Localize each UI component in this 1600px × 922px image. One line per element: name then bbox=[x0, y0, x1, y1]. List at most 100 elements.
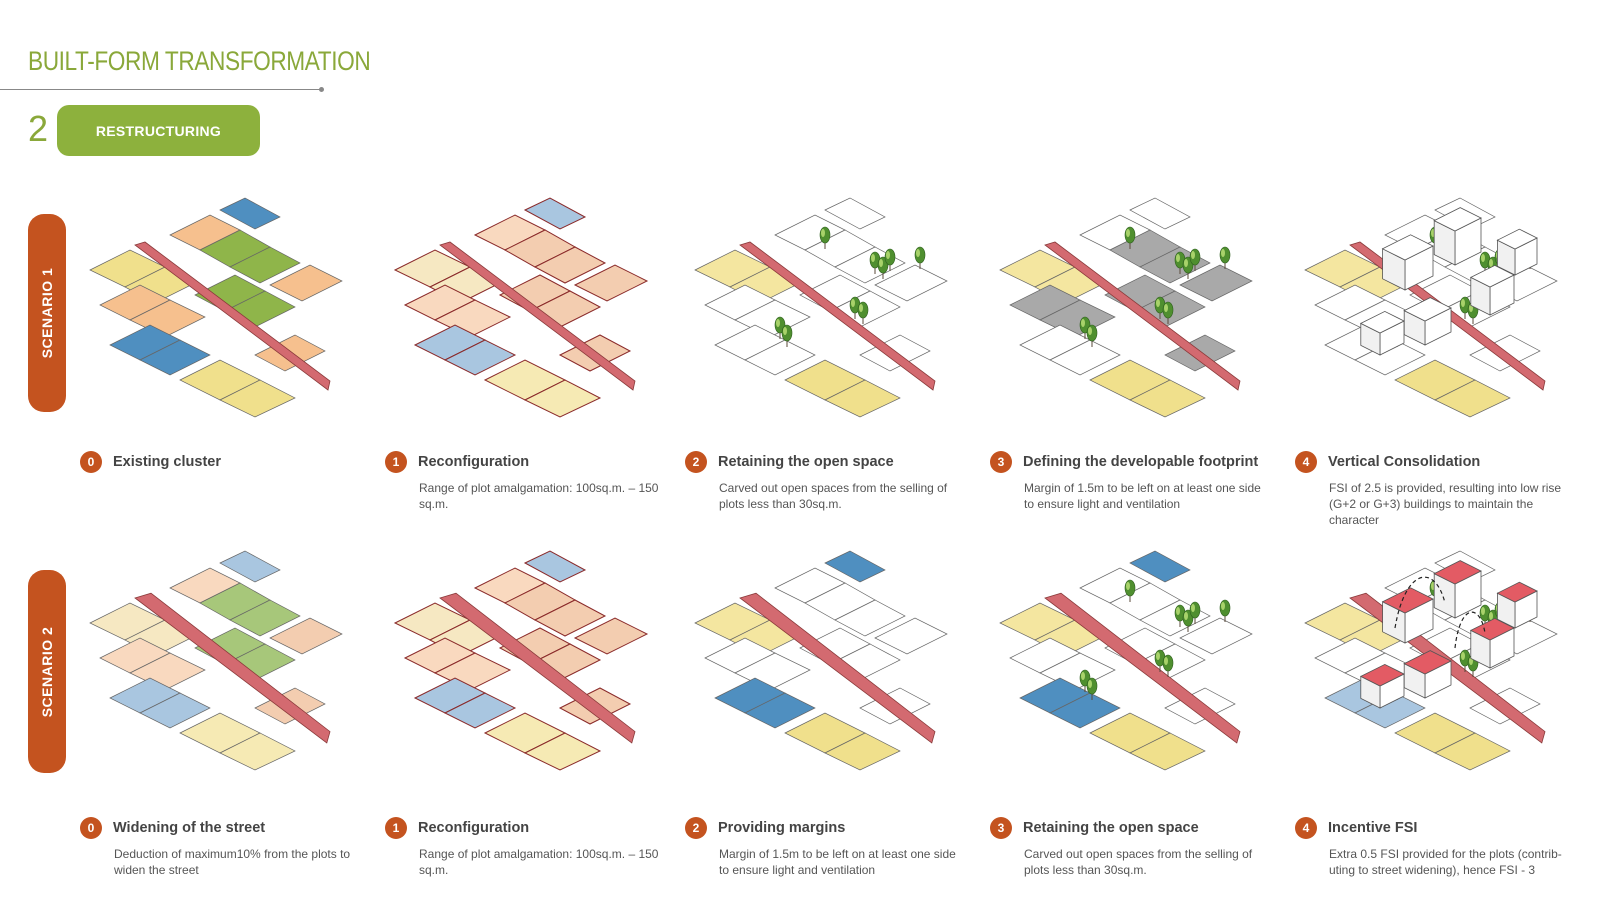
plot-parcel bbox=[269, 617, 343, 655]
plot-parcel bbox=[219, 197, 281, 230]
plot-parcel bbox=[1434, 732, 1511, 771]
step-title: Retaining the open space bbox=[718, 454, 894, 470]
axonometric-plot-diagram bbox=[999, 197, 1253, 418]
plot-parcel bbox=[573, 617, 649, 655]
axonometric-plot-diagram bbox=[89, 550, 343, 771]
step-heading: 1 Reconfiguration bbox=[385, 817, 675, 839]
plot-parcel bbox=[1049, 339, 1121, 376]
plot-parcel bbox=[523, 379, 602, 418]
plot-parcel bbox=[443, 692, 517, 729]
step-heading: 2 Providing margins bbox=[685, 817, 975, 839]
scenario-2-diagram-2 bbox=[675, 548, 965, 788]
step-description: Range of plot amalgamation: 100sq.m. – 1… bbox=[419, 847, 659, 877]
plot-parcel bbox=[139, 339, 211, 376]
step-number-badge: 4 bbox=[1295, 817, 1317, 839]
plot-parcel bbox=[1129, 197, 1191, 230]
step-description: Extra 0.5 FSI provided for the plots (co… bbox=[1329, 847, 1562, 877]
step-heading: 1 Reconfiguration bbox=[385, 451, 675, 473]
street bbox=[439, 241, 636, 391]
plot-parcel bbox=[874, 617, 948, 655]
step-heading: 3 Defining the developable footprint bbox=[990, 451, 1280, 473]
step-number-badge: 2 bbox=[685, 817, 707, 839]
section-pill: RESTRUCTURING bbox=[57, 105, 260, 156]
scenario-2-tab: SCENARIO 2 bbox=[28, 570, 66, 773]
plot-parcel bbox=[824, 732, 901, 771]
title-underline-end bbox=[319, 87, 324, 92]
step-description: Carved out open spaces from the selling … bbox=[719, 481, 948, 511]
plot-parcel bbox=[219, 550, 281, 583]
axonometric-plot-diagram bbox=[393, 197, 649, 418]
scenario-1-diagram-3 bbox=[980, 195, 1270, 435]
axonometric-plot-diagram bbox=[393, 550, 649, 771]
street bbox=[739, 241, 936, 391]
street bbox=[134, 241, 331, 391]
plot-parcel bbox=[1179, 264, 1253, 302]
axonometric-plot-diagram bbox=[1304, 197, 1558, 418]
step-number-badge: 0 bbox=[80, 451, 102, 473]
plot-parcel bbox=[523, 550, 587, 583]
plot-parcel bbox=[533, 599, 607, 637]
plot-parcel bbox=[1049, 692, 1121, 729]
plot-parcel bbox=[874, 264, 948, 302]
scenario-1-step-1-caption: 1 Reconfiguration Range of plot amalgama… bbox=[385, 451, 675, 512]
scenario-2-step-1-caption: 1 Reconfiguration Range of plot amalgama… bbox=[385, 817, 675, 878]
plot-parcel bbox=[1179, 617, 1253, 655]
axonometric-plot-diagram bbox=[694, 197, 948, 418]
step-number-badge: 0 bbox=[80, 817, 102, 839]
plot-parcel bbox=[219, 379, 296, 418]
scenario-1-diagram-1 bbox=[375, 195, 665, 435]
step-title: Reconfiguration bbox=[418, 454, 530, 470]
scenario-1-step-0-caption: 0 Existing cluster bbox=[80, 451, 370, 480]
step-number-badge: 1 bbox=[385, 817, 407, 839]
plot-parcel bbox=[1434, 379, 1511, 418]
title-underline bbox=[0, 89, 322, 90]
step-title: Reconfiguration bbox=[418, 820, 530, 836]
scenario-1-diagram-0 bbox=[70, 195, 360, 435]
step-number-badge: 3 bbox=[990, 817, 1012, 839]
step-number-badge: 3 bbox=[990, 451, 1012, 473]
step-title: Defining the developable footprint bbox=[1023, 454, 1259, 470]
scenario-2-diagram-0 bbox=[70, 548, 360, 788]
step-description: Margin of 1.5m to be left on at least on… bbox=[1024, 481, 1261, 511]
scenario-2-step-4-caption: 4 Incentive FSI Extra 0.5 FSI provided f… bbox=[1295, 817, 1585, 878]
step-title: Vertical Consolidation bbox=[1328, 454, 1481, 470]
plot-parcel bbox=[1129, 732, 1206, 771]
plot-parcel bbox=[744, 692, 816, 729]
scenario-1-step-3-caption: 3 Defining the developable footprint Mar… bbox=[990, 451, 1280, 512]
section-number: 2 bbox=[28, 108, 49, 149]
step-heading: 4 Incentive FSI bbox=[1295, 817, 1585, 839]
page-title: BUILT-FORM TRANSFORMATION bbox=[28, 46, 371, 76]
step-heading: 0 Widening of the street bbox=[80, 817, 370, 839]
plot-parcel bbox=[229, 246, 301, 284]
street bbox=[439, 592, 636, 744]
axonometric-plot-diagram bbox=[89, 197, 343, 418]
scenario-2-diagram-3 bbox=[980, 548, 1270, 788]
plot-parcel bbox=[1129, 550, 1191, 583]
axonometric-plot-diagram bbox=[694, 550, 948, 771]
plot-parcel bbox=[573, 264, 649, 302]
scenario-1-step-4-caption: 4 Vertical Consolidation FSI of 2.5 is p… bbox=[1295, 451, 1585, 528]
step-description: Deduction of maximum10% from the plots t… bbox=[114, 847, 351, 877]
plot-parcel bbox=[1129, 379, 1206, 418]
plot-parcel bbox=[523, 732, 602, 771]
scenario-2-diagram-1 bbox=[375, 548, 665, 788]
step-heading: 3 Retaining the open space bbox=[990, 817, 1280, 839]
step-title: Incentive FSI bbox=[1328, 820, 1418, 836]
step-description: FSI of 2.5 is provided, resulting into l… bbox=[1329, 481, 1562, 527]
step-heading: 2 Retaining the open space bbox=[685, 451, 975, 473]
street bbox=[1044, 241, 1241, 391]
step-title: Widening of the street bbox=[113, 820, 266, 836]
step-number-badge: 4 bbox=[1295, 451, 1317, 473]
scenario-2-label: SCENARIO 2 bbox=[39, 626, 55, 717]
plot-parcel bbox=[744, 339, 816, 376]
street bbox=[739, 592, 936, 744]
step-number-badge: 2 bbox=[685, 451, 707, 473]
plot-parcel bbox=[219, 732, 296, 771]
scenario-1-label: SCENARIO 1 bbox=[39, 267, 55, 359]
scenario-1-tab: SCENARIO 1 bbox=[28, 214, 66, 412]
step-description: Margin of 1.5m to be left on at least on… bbox=[719, 847, 956, 877]
step-number-badge: 1 bbox=[385, 451, 407, 473]
scenario-2-diagram-4 bbox=[1285, 548, 1575, 788]
scenario-2-step-3-caption: 3 Retaining the open space Carved out op… bbox=[990, 817, 1280, 878]
plot-parcel bbox=[443, 339, 517, 376]
